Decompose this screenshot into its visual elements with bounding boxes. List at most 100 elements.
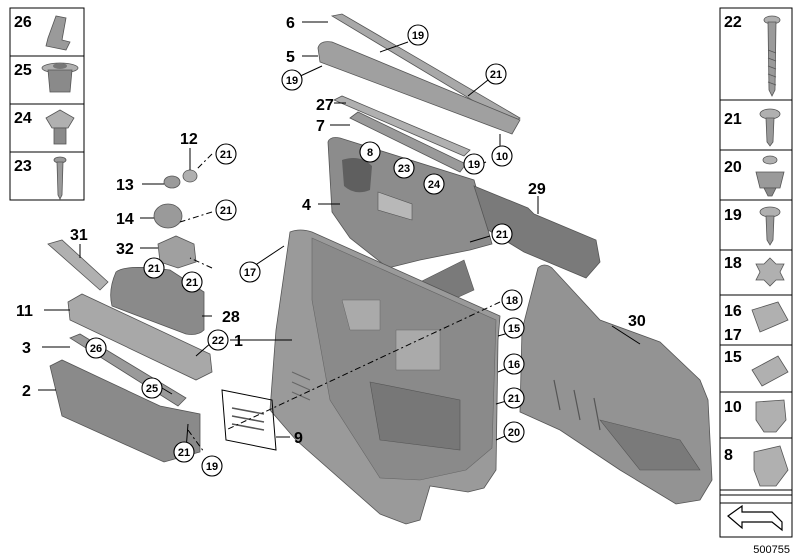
washer-part-18	[755, 257, 785, 287]
circled-callouts: 19 19 21 10 8 23 24 19 21 21 21 17 21 21…	[85, 24, 525, 477]
label-2: 2	[22, 383, 31, 400]
screw-part-19	[759, 206, 781, 246]
svg-text:10: 10	[496, 151, 508, 163]
callout-16: 16	[503, 353, 525, 375]
label-6: 6	[286, 15, 295, 32]
right-column-frame	[719, 7, 793, 504]
callout-21h: 21	[173, 441, 195, 463]
window-rail-parts	[317, 13, 521, 173]
svg-text:16: 16	[508, 359, 520, 371]
callout-25: 25	[141, 377, 163, 399]
label-12: 12	[180, 131, 198, 148]
screw-part-23	[53, 156, 67, 200]
svg-text:25: 25	[146, 383, 158, 395]
svg-text:15: 15	[508, 323, 520, 335]
part-number-labels: 6 5 27 7 4 29 12 13 14 31 32 11 28 1 3 2…	[16, 15, 646, 447]
svg-text:19: 19	[206, 461, 218, 473]
rivet-part-25	[41, 62, 79, 93]
label-31: 31	[70, 227, 88, 244]
label-1: 1	[234, 333, 243, 350]
svg-text:19: 19	[412, 30, 424, 42]
label-28: 28	[222, 309, 240, 326]
label-7: 7	[316, 118, 325, 135]
door-panel-part-1	[269, 229, 501, 525]
right-label-16: 16	[724, 303, 742, 320]
svg-text:8: 8	[367, 147, 373, 159]
left-label-23: 23	[14, 158, 32, 175]
grommet-part-24	[45, 109, 75, 145]
svg-text:21: 21	[220, 205, 232, 217]
label-9: 9	[294, 430, 303, 447]
label-5: 5	[286, 49, 295, 66]
part-9-box	[221, 389, 277, 451]
callout-19a: 19	[407, 24, 429, 46]
svg-text:21: 21	[490, 69, 502, 81]
right-label-20: 20	[724, 159, 742, 176]
callout-19c: 19	[463, 153, 485, 175]
label-30: 30	[628, 313, 646, 330]
label-27: 27	[316, 97, 334, 114]
callout-8: 8	[359, 141, 381, 163]
screw-part-21	[759, 108, 781, 147]
svg-text:22: 22	[212, 335, 224, 347]
left-parts-column: 26 25 24 23	[9, 7, 85, 201]
label-3: 3	[22, 340, 31, 357]
clip-part-15	[751, 355, 789, 387]
svg-text:21: 21	[220, 149, 232, 161]
svg-text:21: 21	[508, 393, 520, 405]
svg-text:21: 21	[178, 447, 190, 459]
label-11: 11	[16, 303, 33, 320]
svg-text:21: 21	[148, 263, 160, 275]
clip-part-26	[45, 15, 71, 51]
callout-21c: 21	[215, 199, 237, 221]
callout-21a: 21	[485, 63, 507, 85]
right-label-15: 15	[724, 349, 742, 366]
callout-21e: 21	[143, 257, 165, 279]
svg-text:21: 21	[496, 229, 508, 241]
svg-text:17: 17	[244, 267, 256, 279]
right-label-22: 22	[724, 14, 742, 31]
callout-21f: 21	[181, 271, 203, 293]
right-label-21: 21	[724, 111, 742, 128]
bolt-part-22	[763, 15, 781, 97]
label-13: 13	[116, 177, 134, 194]
svg-text:18: 18	[506, 295, 518, 307]
right-label-19: 19	[724, 207, 742, 224]
callout-20: 20	[503, 421, 525, 443]
callout-21d: 21	[491, 223, 513, 245]
left-label-26: 26	[14, 14, 32, 31]
direction-arrow-box	[719, 494, 793, 538]
callout-18: 18	[501, 289, 523, 311]
svg-text:26: 26	[90, 343, 102, 355]
callout-24: 24	[423, 173, 445, 195]
clip-part-16	[751, 301, 789, 333]
callout-15: 15	[503, 317, 525, 339]
callout-26: 26	[85, 337, 107, 359]
arrow-icon	[727, 504, 783, 532]
right-parts-column: 22 21 20 19 18 16 17 15 10 8	[719, 7, 793, 504]
clip-part-8	[753, 445, 789, 487]
label-29: 29	[528, 181, 546, 198]
label-14: 14	[116, 211, 134, 228]
right-label-17: 17	[724, 327, 742, 344]
left-label-25: 25	[14, 62, 32, 79]
callout-22: 22	[207, 329, 229, 351]
svg-text:20: 20	[508, 427, 520, 439]
svg-text:23: 23	[398, 163, 410, 175]
callout-19b: 19	[281, 69, 303, 91]
door-trim-part-30	[519, 264, 713, 505]
right-label-10: 10	[724, 399, 742, 416]
callout-23: 23	[393, 157, 415, 179]
rivet-part-20	[755, 155, 785, 197]
right-label-8: 8	[724, 447, 733, 464]
label-4: 4	[302, 197, 311, 214]
right-label-18: 18	[724, 255, 742, 272]
callout-17: 17	[239, 261, 261, 283]
svg-text:19: 19	[468, 159, 480, 171]
svg-text:19: 19	[286, 75, 298, 87]
svg-text:21: 21	[186, 277, 198, 289]
svg-text:24: 24	[428, 179, 441, 191]
callout-19d: 19	[201, 455, 223, 477]
diagram-reference-number: 500755	[753, 544, 790, 556]
